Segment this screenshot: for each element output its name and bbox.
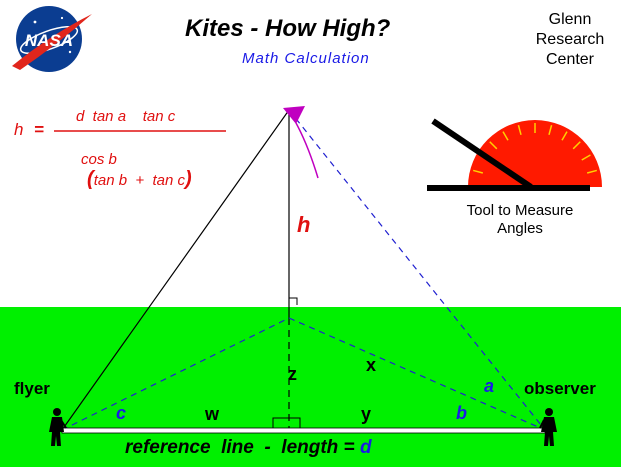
right-angle-mark-bottom (272, 417, 301, 430)
org-line: Center (545, 51, 595, 68)
label-angle-b: b (456, 403, 467, 423)
right-angle-mark-top (289, 297, 298, 305)
flyer-figure-icon (49, 408, 67, 446)
formula-paren-open: ( (87, 168, 94, 190)
formula-paren-close: ) (185, 168, 192, 190)
formula-h: h (14, 120, 24, 139)
protractor-tick (472, 169, 484, 174)
label-flyer: flyer (14, 379, 50, 398)
reference-line-text: reference line - length = (125, 437, 360, 458)
label-z: z (288, 364, 297, 384)
label-h: h (297, 212, 311, 237)
protractor-tick (561, 131, 568, 141)
formula-tan-sum: tan b + tan c (93, 172, 185, 189)
kite-to-observer-line (288, 109, 546, 431)
flyer-kite-line (61, 109, 290, 431)
label-w: w (205, 404, 220, 424)
ground-area (0, 307, 621, 467)
protractor-tick (502, 131, 509, 141)
flyer-to-projection-line (61, 317, 290, 431)
tool-caption: Tool to Measure Angles (430, 202, 610, 238)
reference-line-var: d (359, 437, 372, 458)
org-line: Glenn (548, 11, 592, 28)
protractor-tick (572, 141, 581, 150)
projection-to-observer-line (288, 317, 546, 431)
protractor-tick (489, 141, 498, 150)
label-observer: observer (524, 379, 596, 398)
protractor-tick (517, 124, 522, 136)
tool-caption-line: Angles (497, 220, 543, 237)
nasa-logo-text: NASA (25, 31, 73, 50)
reference-line-label: reference line - length = d (125, 437, 372, 459)
observer-figure-icon (539, 408, 557, 446)
kite-icon (283, 106, 305, 124)
kite-tail (295, 122, 319, 179)
formula-denominator: cos b (tan b + tan c) (56, 134, 192, 208)
org-line: Research (535, 31, 605, 48)
page-subtitle: Math Calculation (242, 50, 370, 67)
protractor-icon (427, 118, 602, 191)
tool-caption-line: Tool to Measure (466, 202, 574, 219)
protractor-tick (586, 169, 598, 174)
nasa-logo: NASA (12, 6, 92, 72)
formula-lhs: h = (14, 120, 44, 140)
label-x: x (366, 355, 377, 375)
formula-numerator: d tan a tan c (76, 108, 176, 125)
reference-line (61, 427, 546, 434)
formula-equals: = (34, 120, 45, 139)
label-angle-c: c (116, 403, 127, 423)
page-title: Kites - How High? (185, 15, 391, 42)
org-name: Glenn Research Center (520, 10, 620, 70)
formula-cos-b: cos b (81, 151, 117, 168)
label-angle-a: a (484, 376, 495, 396)
label-y: y (361, 404, 372, 424)
protractor-tick (548, 124, 553, 136)
protractor-tick (581, 154, 591, 161)
